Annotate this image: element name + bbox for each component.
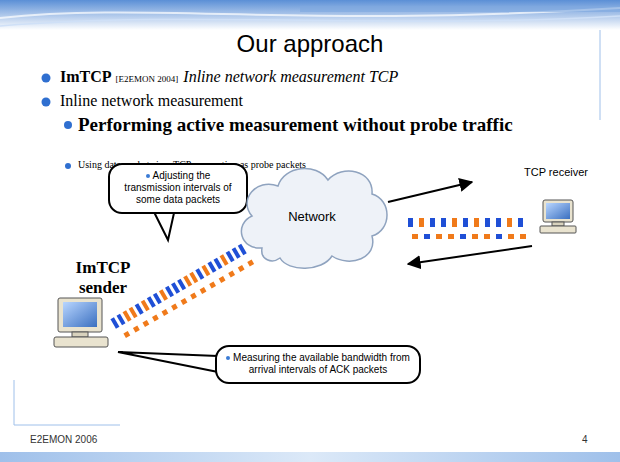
flow-arrows xyxy=(388,182,532,264)
callout-dot xyxy=(146,174,150,178)
bullet-keyword: ImTCP xyxy=(60,68,112,86)
callout-box: Measuring the available bandwidth from a… xyxy=(215,345,421,384)
callout-tails xyxy=(118,204,218,372)
page-number: 4 xyxy=(582,434,588,446)
bullet-text: Inline network measurement TCP xyxy=(183,68,398,86)
node-text: Network xyxy=(232,209,392,224)
node-text: Adjusting the transmission intervals of … xyxy=(124,170,231,205)
top-banner xyxy=(0,0,620,30)
network-cloud: Network xyxy=(232,160,392,272)
sender-label: ImTCP sender xyxy=(66,258,140,297)
sub-bullet-text: Performing active measurement without pr… xyxy=(78,114,528,136)
receiver-label: TCP receiver xyxy=(520,166,592,179)
receiver-packet-stream xyxy=(408,218,526,239)
receiver-computer xyxy=(540,200,576,233)
citation: [E2EMON 2004] xyxy=(116,74,179,84)
bullet-icons xyxy=(42,74,73,170)
node-text: Measuring the available bandwidth from a… xyxy=(233,352,410,375)
sender-computer xyxy=(54,298,108,347)
footer-text: E2EMON 2006 xyxy=(30,434,97,446)
bullet-text: Inline network measurement xyxy=(60,92,243,110)
footer-band xyxy=(0,452,620,462)
sender-packet-stream xyxy=(110,243,254,340)
slide-title: Our approach xyxy=(0,30,620,58)
callout-dot xyxy=(226,356,230,360)
frame-lines xyxy=(14,30,600,425)
callout-box: Adjusting the transmission intervals of … xyxy=(108,163,248,214)
